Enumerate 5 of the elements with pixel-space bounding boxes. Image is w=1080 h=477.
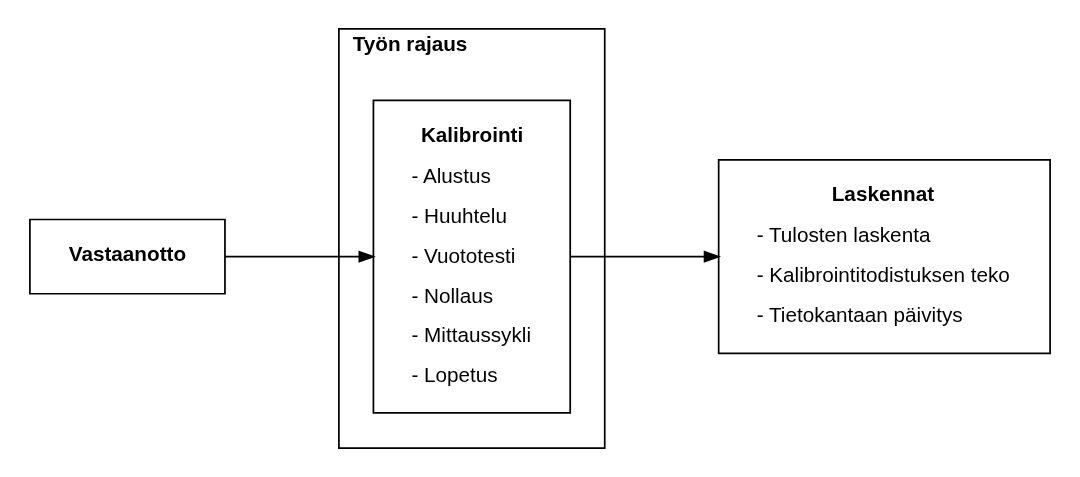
node-box: Laskennat - Tulosten laskenta - Kalibrointitodistuksen teko - Tietokantaan päivitys [717, 159, 1051, 355]
node-box: Vastaanotto [29, 218, 226, 295]
arrow [569, 250, 721, 263]
arrow [224, 250, 376, 263]
node-box: Kalibrointi - Alustus - Huuhtelu - Vuototesti - Nollaus - Mittaussykli - Lopetus [372, 99, 572, 414]
